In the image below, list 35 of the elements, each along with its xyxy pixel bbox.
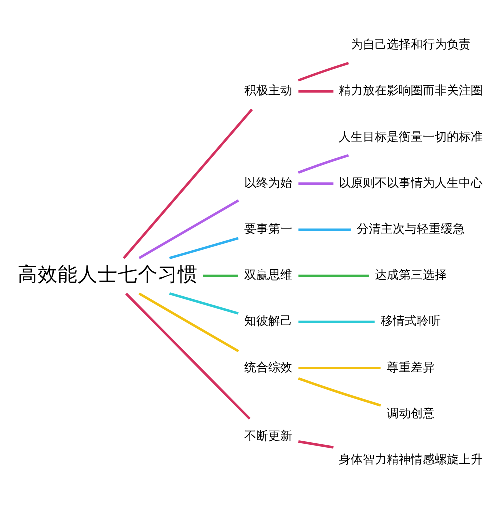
node-text: 不断更新 bbox=[244, 428, 293, 442]
node-text: 达成第三选择 bbox=[374, 268, 447, 282]
node-text: 调动创意 bbox=[386, 406, 435, 420]
node-text: 以原则不以事情为人生中心 bbox=[338, 175, 483, 190]
connector bbox=[123, 108, 254, 259]
node-text: 尊重差异 bbox=[386, 360, 435, 374]
connector bbox=[169, 292, 239, 314]
node-text: 知彼解己 bbox=[244, 314, 293, 328]
node-text: 身体智力精神情感螺旋上升 bbox=[338, 452, 483, 466]
node-text: 移情式聆听 bbox=[380, 314, 441, 328]
connector bbox=[298, 440, 334, 448]
node-text: 统合综效 bbox=[244, 360, 293, 374]
node-text: 人生目标是衡量一切的标准 bbox=[338, 129, 483, 144]
connector bbox=[126, 292, 251, 420]
connector bbox=[298, 62, 350, 82]
connector bbox=[169, 236, 239, 260]
connector bbox=[298, 377, 382, 406]
node-text: 为自己选择和行为负责 bbox=[350, 37, 471, 52]
connector bbox=[298, 182, 334, 185]
connector bbox=[298, 154, 350, 174]
node-text: 双赢思维 bbox=[244, 268, 293, 282]
node-text: 以终为始 bbox=[244, 175, 293, 190]
node-text: 积极主动 bbox=[244, 83, 293, 98]
node-text: 高效能人士七个习惯 bbox=[18, 264, 198, 286]
node-text: 分清主次与轻重缓急 bbox=[356, 221, 465, 236]
node-text: 要事第一 bbox=[244, 221, 293, 236]
connector bbox=[298, 274, 370, 277]
connector bbox=[298, 90, 334, 92]
connector bbox=[298, 228, 352, 231]
connector bbox=[204, 274, 238, 277]
connector bbox=[138, 292, 240, 352]
connector bbox=[298, 366, 381, 369]
connector bbox=[298, 320, 375, 323]
connector bbox=[138, 199, 240, 259]
node-text: 精力放在影响圈而非关注圈 bbox=[338, 83, 483, 98]
